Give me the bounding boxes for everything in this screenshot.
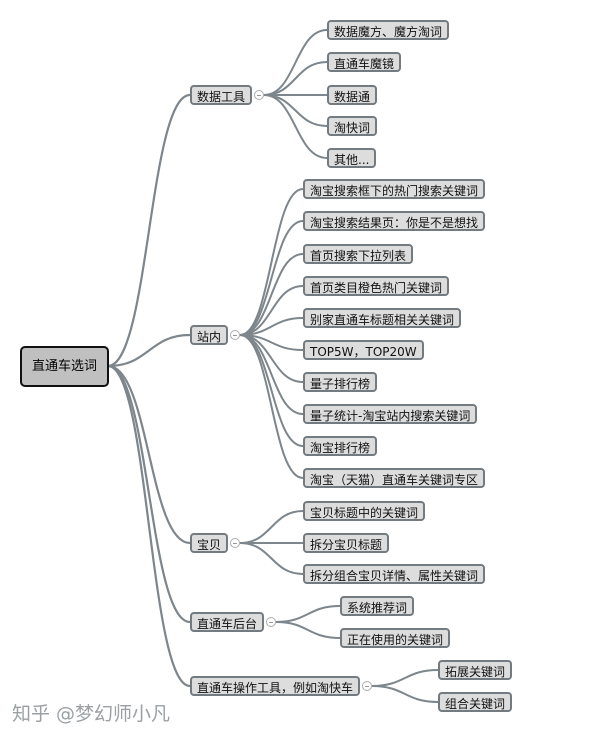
connector <box>239 510 304 544</box>
child-node[interactable]: 量子统计-淘宝站内搜索关键词 <box>303 404 478 424</box>
child-node[interactable]: 淘宝（天猫）直通车关键词专区 <box>303 468 486 488</box>
child-node[interactable]: 淘快词 <box>327 116 378 136</box>
connector <box>239 334 304 479</box>
connector <box>371 685 439 703</box>
collapse-toggle-icon[interactable] <box>230 538 240 548</box>
watermark: 知乎 @梦幻师小凡 <box>12 703 171 725</box>
collapse-toggle-icon[interactable] <box>254 90 264 100</box>
connector <box>263 61 328 96</box>
connector <box>107 93 191 368</box>
child-node[interactable]: 其他... <box>327 148 377 168</box>
child-node[interactable]: 系统推荐词 <box>340 596 415 616</box>
connector <box>107 364 191 624</box>
child-node[interactable]: 淘宝搜索框下的热门搜索关键词 <box>303 179 486 199</box>
branch-node[interactable]: 站内 <box>190 325 229 345</box>
connector <box>263 94 328 159</box>
child-node[interactable]: 淘宝排行榜 <box>303 436 378 456</box>
child-node[interactable]: 首页搜索下拉列表 <box>303 244 414 264</box>
branch-node[interactable]: 直通车操作工具，例如淘快车 <box>190 676 361 696</box>
branch-node[interactable]: 数据工具 <box>190 85 253 105</box>
connector <box>371 669 439 687</box>
child-node[interactable]: 组合关键词 <box>438 692 513 712</box>
connector <box>239 220 304 336</box>
child-node[interactable]: TOP5W，TOP20W <box>303 340 424 360</box>
connector <box>239 542 304 575</box>
child-node[interactable]: 拆分宝贝标题 <box>303 533 390 553</box>
child-node[interactable]: 拓展关键词 <box>438 660 513 680</box>
connector <box>239 334 304 447</box>
child-node[interactable]: 别家直通车标题相关关键词 <box>303 308 462 328</box>
collapse-toggle-icon[interactable] <box>362 681 372 691</box>
connector <box>107 364 191 688</box>
branch-node[interactable]: 直通车后台 <box>190 612 265 632</box>
connector <box>239 253 304 336</box>
child-node[interactable]: 数据通 <box>327 85 378 105</box>
connector <box>263 29 328 96</box>
branch-node[interactable]: 宝贝 <box>190 533 229 553</box>
connector <box>239 285 304 336</box>
child-node[interactable]: 宝贝标题中的关键词 <box>303 501 426 521</box>
root-node[interactable]: 直通车选词 <box>20 346 109 387</box>
collapse-toggle-icon[interactable] <box>266 617 276 627</box>
child-node[interactable]: 淘宝搜索结果页：你是不是想找 <box>303 211 486 231</box>
child-node[interactable]: 首页类目橙色热门关键词 <box>303 276 450 296</box>
connector <box>239 188 304 336</box>
child-node[interactable]: 拆分组合宝贝详情、属性关键词 <box>303 564 486 584</box>
child-node[interactable]: 正在使用的关键词 <box>340 628 451 648</box>
connector <box>275 605 341 623</box>
connector <box>107 364 191 545</box>
connector <box>275 621 341 639</box>
child-node[interactable]: 数据魔方、魔方淘词 <box>327 20 450 40</box>
connector <box>263 94 328 127</box>
child-node[interactable]: 量子排行榜 <box>303 372 378 392</box>
child-node[interactable]: 直通车魔镜 <box>327 52 402 72</box>
connector <box>107 333 191 368</box>
collapse-toggle-icon[interactable] <box>230 330 240 340</box>
